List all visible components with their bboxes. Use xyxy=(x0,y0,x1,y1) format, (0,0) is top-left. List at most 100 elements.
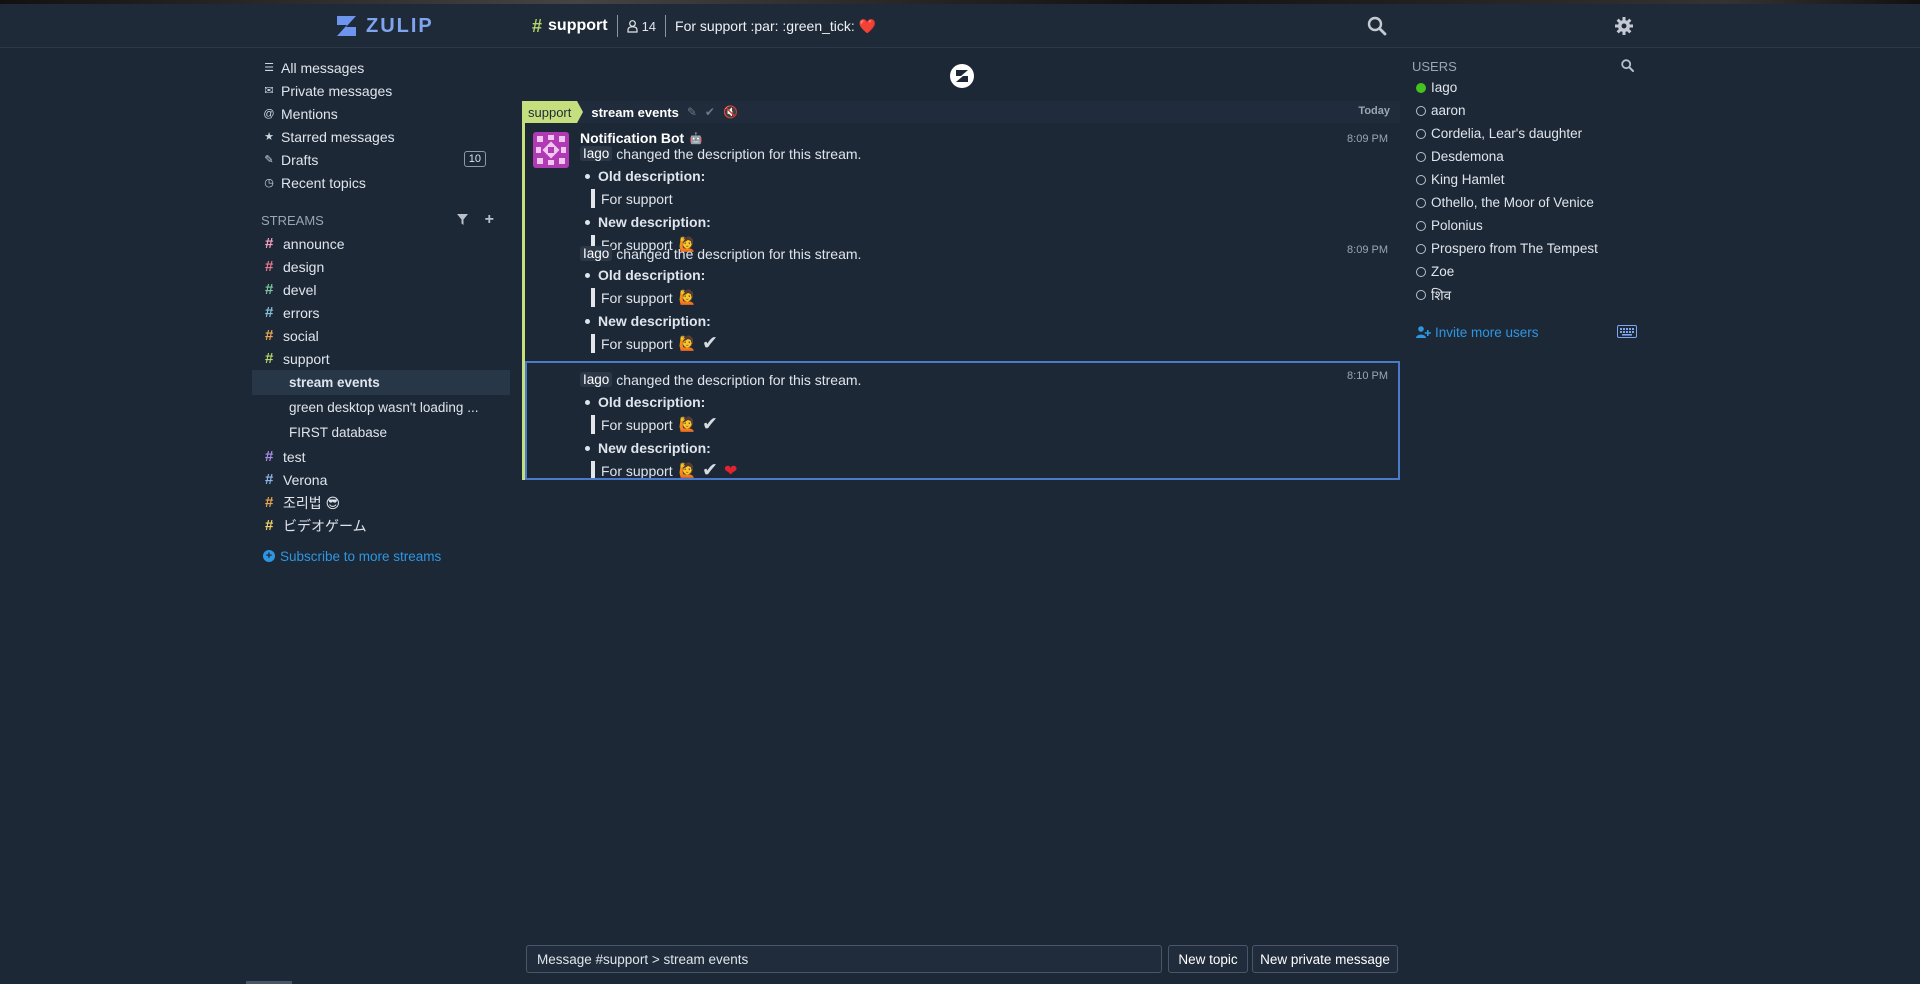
right-sidebar: USERS Iago aaron Cordelia, Lear's daught… xyxy=(1410,56,1640,342)
topic-item-stream-events[interactable]: stream events xyxy=(252,370,510,395)
subscriber-count-value: 14 xyxy=(641,18,657,34)
stream-label: announce xyxy=(283,235,345,252)
stream-item-support[interactable]: # support xyxy=(252,347,510,370)
nav-starred-messages[interactable]: ★ Starred messages xyxy=(252,125,510,148)
stream-label: devel xyxy=(283,281,317,298)
stream-label: Verona xyxy=(283,471,328,488)
plus-circle-icon: + xyxy=(263,550,275,562)
gear-icon[interactable] xyxy=(1615,17,1633,35)
new-description-quote: For support 🙋 xyxy=(580,234,1400,255)
message-time[interactable]: 8:09 PM xyxy=(1347,133,1388,145)
add-stream-icon[interactable]: + xyxy=(484,211,494,228)
topic-item-first-database[interactable]: FIRST database xyxy=(252,420,510,445)
stream-item-social[interactable]: # social xyxy=(252,324,510,347)
nav-recent-topics[interactable]: ◷ Recent topics xyxy=(252,171,510,194)
presence-offline-icon xyxy=(1416,243,1426,254)
filter-icon[interactable] xyxy=(457,213,468,228)
user-name: Polonius xyxy=(1431,218,1483,233)
quote-bar xyxy=(591,461,595,480)
presence-offline-icon xyxy=(1416,174,1426,185)
nav-label: Recent topics xyxy=(281,174,366,191)
user-name: King Hamlet xyxy=(1431,172,1505,187)
message-time[interactable]: 8:09 PM xyxy=(1347,244,1388,256)
topic-item-green-desktop[interactable]: green desktop wasn't loading ... xyxy=(252,395,510,420)
sender-name[interactable]: Notification Bot 🤖 xyxy=(580,123,1400,146)
divider xyxy=(665,15,667,37)
invite-label: Invite more users xyxy=(1435,324,1539,340)
stream-hash-icon: # xyxy=(265,471,274,488)
keyboard-shortcuts-icon[interactable] xyxy=(1617,325,1637,341)
stream-item-videogame[interactable]: # ビデオゲーム xyxy=(252,514,510,537)
subscribe-more-label: Subscribe to more streams xyxy=(280,548,442,564)
compose-message-input[interactable] xyxy=(526,945,1162,973)
person-raising-hand-emoji: 🙋 xyxy=(678,335,697,351)
add-user-icon xyxy=(1416,326,1431,338)
subscribe-more-streams-link[interactable]: + Subscribe to more streams xyxy=(252,546,510,566)
avatar[interactable] xyxy=(533,132,569,168)
nav-all-messages[interactable]: ☰ All messages xyxy=(252,56,510,79)
new-private-message-button[interactable]: New private message xyxy=(1252,945,1398,973)
stream-item-design[interactable]: # design xyxy=(252,255,510,278)
user-name: aaron xyxy=(1431,103,1466,118)
user-name: Cordelia, Lear's daughter xyxy=(1431,126,1583,141)
quote-bar xyxy=(591,288,595,307)
user-item[interactable]: Iago xyxy=(1410,76,1640,99)
stream-item-announce[interactable]: # announce xyxy=(252,232,510,255)
resolve-topic-icon[interactable]: ✔ xyxy=(704,105,715,119)
user-item[interactable]: Cordelia, Lear's daughter xyxy=(1410,122,1640,145)
user-item[interactable]: King Hamlet xyxy=(1410,168,1640,191)
quote-bar xyxy=(591,235,595,254)
user-mention[interactable]: Iago xyxy=(580,246,613,261)
edit-topic-icon[interactable]: ✎ xyxy=(686,105,697,119)
scroll-indicator xyxy=(246,981,292,984)
user-item[interactable]: Polonius xyxy=(1410,214,1640,237)
person-icon xyxy=(626,19,638,33)
presence-offline-icon xyxy=(1416,289,1426,300)
user-item[interactable]: Othello, the Moor of Venice xyxy=(1410,191,1640,214)
nav-label: Drafts xyxy=(281,151,319,168)
invite-more-users-link[interactable]: Invite more users xyxy=(1410,322,1640,342)
person-raising-hand-emoji: 🙋 xyxy=(678,416,697,432)
stream-hash-icon: # xyxy=(265,448,274,465)
user-item[interactable]: aaron xyxy=(1410,99,1640,122)
nav-label: Starred messages xyxy=(281,128,395,145)
message-selected[interactable]: 8:10 PM Iago changed the description for… xyxy=(525,361,1400,481)
nav-label: Mentions xyxy=(281,105,338,122)
search-icon[interactable] xyxy=(1367,16,1387,36)
mute-topic-icon[interactable]: 🔇 xyxy=(722,105,738,119)
nav-mentions[interactable]: @ Mentions xyxy=(252,102,510,125)
recipient-stream-label[interactable]: support xyxy=(522,101,584,123)
user-item[interactable]: शिव xyxy=(1410,283,1640,306)
stream-item-verona[interactable]: # Verona xyxy=(252,468,510,491)
stream-item-devel[interactable]: # devel xyxy=(252,278,510,301)
message-line: Iago changed the description for this st… xyxy=(580,242,1400,263)
user-item[interactable]: Desdemona xyxy=(1410,145,1640,168)
clock-icon: ◷ xyxy=(264,177,274,189)
message-time[interactable]: 8:10 PM xyxy=(1347,370,1388,382)
new-topic-button[interactable]: New topic xyxy=(1168,945,1248,973)
envelope-icon: ✉ xyxy=(264,85,274,97)
stream-name[interactable]: support xyxy=(548,17,608,34)
stream-item-errors[interactable]: # errors xyxy=(252,301,510,324)
user-item[interactable]: Prospero from The Tempest xyxy=(1410,237,1640,260)
stream-item-test[interactable]: # test xyxy=(252,445,510,468)
message[interactable]: 8:09 PM Iago changed the description for… xyxy=(525,242,1400,361)
compose-bar: New topic New private message xyxy=(526,945,1398,973)
new-description-label: New description: xyxy=(580,436,1400,460)
nav-drafts[interactable]: ✎ Drafts 10 xyxy=(252,148,510,171)
streams-header: STREAMS + xyxy=(252,208,510,232)
presence-offline-icon xyxy=(1416,266,1426,277)
user-item[interactable]: Zoe xyxy=(1410,260,1640,283)
stream-item-korean[interactable]: # 조리법 😎 xyxy=(252,491,510,514)
user-mention[interactable]: Iago xyxy=(580,146,613,161)
subscriber-count[interactable]: 14 xyxy=(626,18,657,34)
user-mention[interactable]: Iago xyxy=(580,372,613,387)
zulip-logo[interactable]: ZULIP xyxy=(336,14,434,38)
message[interactable]: 8:09 PM Notification Bot 🤖 Iago changed … xyxy=(525,123,1400,254)
user-name: शिव xyxy=(1431,287,1452,303)
recipient-topic-label[interactable]: stream events xyxy=(591,104,679,120)
user-search-icon[interactable] xyxy=(1621,59,1634,75)
topic-actions: ✎ ✔ 🔇 xyxy=(687,105,738,119)
narrow-title: # support 14 For support :par: :green_ti… xyxy=(532,4,876,48)
nav-private-messages[interactable]: ✉ Private messages xyxy=(252,79,510,102)
